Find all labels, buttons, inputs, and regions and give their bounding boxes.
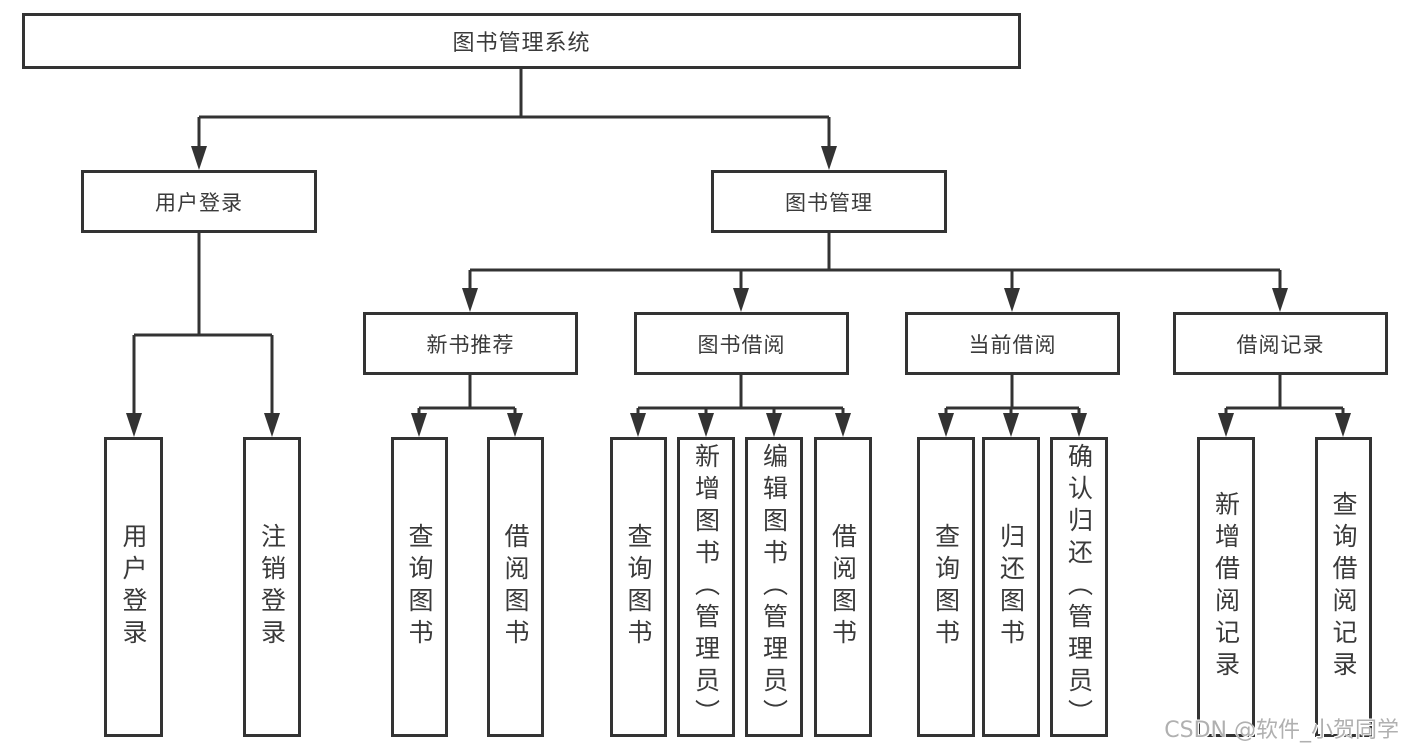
node-current-borrow-label: 当前借阅 [968,332,1057,357]
leaf-add-books-admin: 新增图书（管理员） [677,437,735,737]
arrow-down-icon [1071,413,1087,437]
arrow-down-icon [766,413,782,437]
arrow-down-icon [733,288,749,312]
leaf-query-books-2-label: 查询图书 [624,523,653,651]
leaf-add-books-admin-label: 新增图书（管理员） [691,443,721,731]
arrow-down-icon [630,413,646,437]
node-root: 图书管理系统 [22,13,1021,69]
node-book-borrow: 图书借阅 [634,312,849,375]
node-borrow-records-label: 借阅记录 [1236,332,1325,357]
leaf-query-books-3: 查询图书 [917,437,975,737]
leaf-confirm-return-admin: 确认归还（管理员） [1050,437,1108,737]
leaf-logout-label: 注销登录 [257,523,287,651]
arrow-down-icon [462,288,478,312]
leaf-query-borrow-record-label: 查询借阅记录 [1329,491,1358,683]
leaf-user-login-label: 用户登录 [119,523,148,651]
leaf-logout: 注销登录 [243,437,301,737]
node-current-borrow: 当前借阅 [905,312,1120,375]
arrow-down-icon [1003,413,1019,437]
arrow-down-icon [1004,288,1020,312]
tree-edges [132,69,1345,417]
arrow-down-icon [411,413,427,437]
leaf-user-login: 用户登录 [104,437,163,737]
node-book-management-label: 图书管理 [785,190,873,215]
arrow-down-icon [1218,413,1234,437]
leaf-query-books-1: 查询图书 [391,437,448,737]
arrow-down-icon [1335,413,1351,437]
arrow-down-icon [821,146,837,170]
leaf-add-borrow-record-label: 新增借阅记录 [1211,491,1241,683]
node-new-book-recommend: 新书推荐 [363,312,578,375]
arrow-down-icon [191,146,207,170]
leaf-borrow-books-2: 借阅图书 [814,437,872,737]
arrow-down-icon [126,413,142,437]
arrow-down-icon [264,413,280,437]
arrow-down-icon [698,413,714,437]
leaf-borrow-books-1: 借阅图书 [487,437,544,737]
leaf-confirm-return-admin-label: 确认归还（管理员） [1064,443,1094,731]
watermark: CSDN @软件_小贺同学 [1164,718,1399,743]
node-borrow-records: 借阅记录 [1173,312,1388,375]
leaf-query-borrow-record: 查询借阅记录 [1315,437,1372,737]
arrow-down-icon [1272,288,1288,312]
node-user-login: 用户登录 [81,170,317,233]
leaf-borrow-books-1-label: 借阅图书 [501,523,530,651]
leaf-return-books: 归还图书 [982,437,1040,737]
leaf-edit-books-admin-label: 编辑图书（管理员） [759,443,789,731]
leaf-add-borrow-record: 新增借阅记录 [1197,437,1255,737]
node-new-book-recommend-label: 新书推荐 [426,332,515,357]
arrow-down-icon [938,413,954,437]
leaf-query-books-2: 查询图书 [610,437,667,737]
arrowheads [126,146,1351,437]
arrow-down-icon [835,413,851,437]
leaf-borrow-books-2-label: 借阅图书 [828,523,858,651]
leaf-query-books-1-label: 查询图书 [405,523,434,651]
leaf-query-books-3-label: 查询图书 [931,523,961,651]
node-book-borrow-label: 图书借阅 [697,332,786,357]
node-book-management: 图书管理 [711,170,947,233]
node-user-login-label: 用户登录 [155,190,243,215]
node-root-label: 图书管理系统 [452,31,591,56]
arrow-down-icon [507,413,523,437]
leaf-return-books-label: 归还图书 [996,523,1026,651]
leaf-edit-books-admin: 编辑图书（管理员） [745,437,803,737]
